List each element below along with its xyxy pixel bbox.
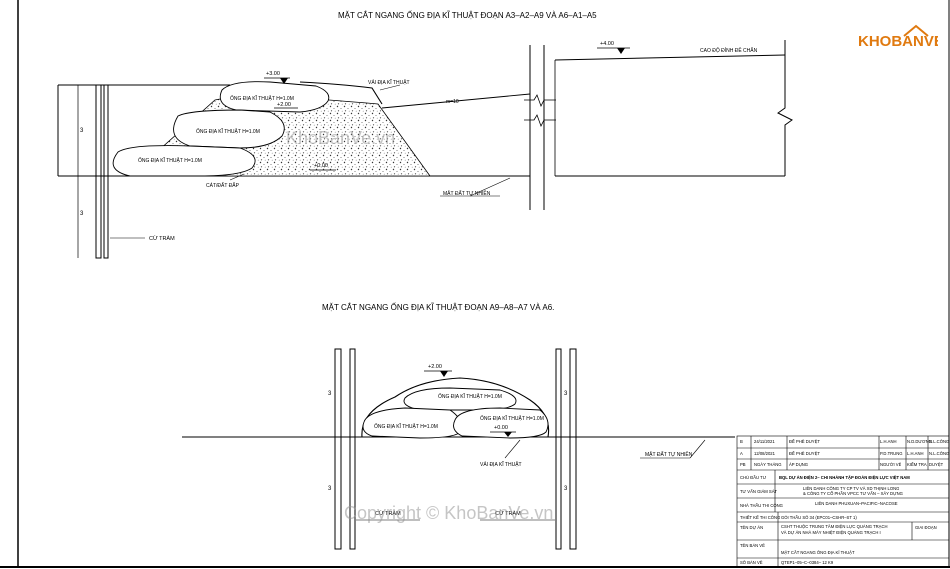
- project-line2: VÀ DỰ ÁN NHÀ MÁY NHIỆT ĐIỆN QUẢNG TRẠCH …: [781, 530, 881, 535]
- s2-tube-top: [403, 387, 517, 411]
- s1-fabric-line: [299, 81, 383, 105]
- s1-elev-400: +4.00: [600, 41, 614, 47]
- s2-pile-left-label: CỪ TRÀM: [375, 510, 401, 517]
- s2-elev-000: +0.00: [494, 425, 508, 431]
- s2-tube-right-label: ỐNG ĐỊA KĨ THUẬT H=1.0M: [480, 415, 544, 422]
- svg-text:3: 3: [80, 128, 84, 134]
- s1-pile-a: [95, 84, 102, 259]
- s1-pile-b: [103, 84, 109, 259]
- s1-tube-mid: [173, 109, 285, 149]
- s2-tube-top-label: ỐNG ĐỊA KĨ THUẬT H=1.0M: [438, 393, 502, 400]
- s1-slope-label: m=10: [446, 99, 459, 105]
- package-name: GÓI THẦU SỐ 34 (EPC01–CSHR–ST 1): [781, 515, 857, 520]
- s1-sand-label: CÁT/ĐẤT ĐẮP: [206, 181, 240, 189]
- s1-tube-top-label: ỐNG ĐỊA KĨ THUẬT H=1.0M: [230, 95, 294, 102]
- s1-right-crest: [554, 54, 786, 61]
- consultant-line1: LIÊN DANH CÔNG TY CP TV VÀ XD THỊNH LONG: [803, 486, 900, 491]
- khobanve-logo: KHOBANVE: [856, 22, 944, 62]
- owner-name: BQL DỰ ÁN ĐIỆN 2– CHI NHÁNH TẬP ĐOÀN ĐIỆ…: [779, 475, 910, 480]
- roof-icon: [903, 24, 929, 37]
- logo-text: KHOBANVE: [858, 33, 938, 50]
- consultant-line2: & CÔNG TY CỔ PHẦN VPCC TƯ VẤN – XÂY DỰNG: [803, 491, 903, 496]
- s2-fabric-label: VẢI ĐỊA KĨ THUẬT: [480, 461, 522, 468]
- s1-ground-label: MẶT ĐẤT TỰ NHIÊN: [443, 189, 491, 197]
- watermark-top: KhoBanVe.vn: [286, 128, 396, 148]
- s2-pile-right-label: CỪ TRÀM: [495, 510, 521, 517]
- s2-elev-200: +2.00: [428, 364, 442, 370]
- section1-title: MẶT CẮT NGANG ỐNG ĐỊA KĨ THUẬT ĐOẠN A3–A…: [338, 10, 597, 20]
- section2-title: MẶT CẮT NGANG ỐNG ĐỊA KĨ THUẬT ĐOẠN A9–A…: [322, 302, 554, 312]
- svg-text:3: 3: [564, 486, 568, 492]
- s1-pile-label: CỪ TRÀM: [149, 235, 175, 242]
- drawing-name: MẶT CẮT NGANG ỐNG ĐỊA KĨ THUẬT: [781, 550, 855, 555]
- s1-fabric-label: VẢI ĐỊA KĨ THUẬT: [368, 79, 410, 86]
- s1-dike-label: CAO ĐỘ ĐỈNH ĐÊ CHẮN: [700, 46, 758, 54]
- s2-ground-label: MẶT ĐẤT TỰ NHIÊN: [645, 450, 693, 458]
- s1-tube-mid-label: ỐNG ĐỊA KĨ THUẬT H=1.0M: [196, 128, 260, 135]
- s1-tube-bot: [112, 145, 256, 177]
- svg-text:3: 3: [564, 391, 568, 397]
- svg-text:3: 3: [328, 391, 332, 397]
- title-block-grid: [736, 435, 950, 568]
- s1-elev-200: +2.00: [277, 102, 291, 108]
- s2-tube-left: [362, 407, 462, 439]
- s1-slope-line: [381, 93, 531, 109]
- rev-b-date: 24/11/2021: [754, 439, 775, 444]
- rev-a: A: [740, 451, 743, 456]
- s2-pile-left-a: [334, 348, 342, 550]
- s2-pile-left-b: [349, 348, 356, 550]
- project-line1: CSHT THUỘC TRUNG TÂM ĐIỆN LỰC QUẢNG TRẠC…: [781, 524, 888, 529]
- s2-tube-left-label: ỐNG ĐỊA KĨ THUẬT H=1.0M: [374, 423, 438, 430]
- s1-elev-000: +0.00: [314, 163, 328, 169]
- rev-a-desc: ĐỂ PHÊ DUYỆT: [789, 451, 820, 456]
- rev-b: B: [740, 439, 743, 444]
- s1-right-break: [777, 40, 793, 176]
- rev-a-date: 12/08/2021: [754, 451, 775, 456]
- s2-pile-right-b: [569, 348, 577, 550]
- svg-text:3: 3: [328, 486, 332, 492]
- rev-b-desc: ĐỂ PHÊ DUYỆT: [789, 439, 820, 444]
- title-block: B 24/11/2021 ĐỂ PHÊ DUYỆT L.H.ANH N.D.DƯ…: [740, 439, 950, 565]
- s2-pile-right-a: [555, 348, 562, 550]
- s1-elev-300: +3.00: [266, 71, 280, 77]
- svg-text:3: 3: [80, 211, 84, 217]
- s2-tube-right: [453, 407, 549, 439]
- watermark-bottom: Copyright © KhoBanVe.vn: [344, 503, 554, 523]
- s1-tube-top: [219, 81, 330, 113]
- s2-fabric-envelope: [361, 377, 550, 438]
- contractor-name: LIÊN DANH PHUXUAN–PACIFIC–NACOSE: [815, 501, 898, 506]
- s1-tube-bot-label: ỐNG ĐỊA KĨ THUẬT H=1.0M: [138, 157, 202, 164]
- drawing-number: QTEP1–05–C–0384– 12 K9: [781, 560, 834, 565]
